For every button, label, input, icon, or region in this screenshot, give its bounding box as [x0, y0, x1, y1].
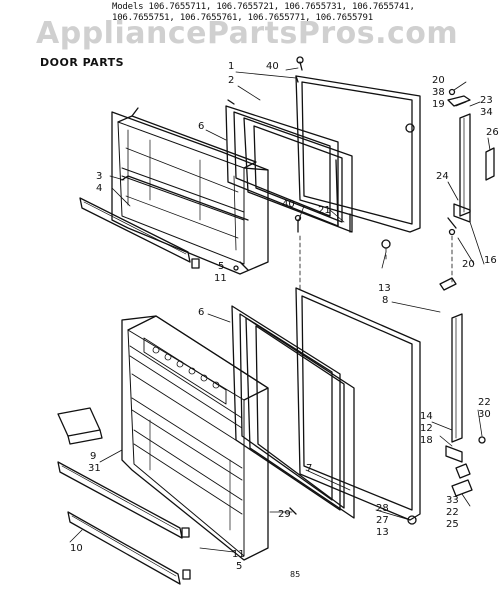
callout-25: 25 [446, 519, 459, 530]
callout-16: 16 [484, 255, 497, 266]
callout-5b: 5 [236, 561, 243, 572]
callout-3: 3 [96, 171, 103, 182]
callout-21: 21 [318, 205, 331, 216]
callout-34: 34 [480, 107, 493, 118]
callout-7: 7 [306, 463, 313, 474]
lower-hinge-assembly [445, 313, 486, 497]
freezer-handle-trim [79, 197, 191, 263]
models-line-2: 106.7655751, 106.7655761, 106.7655771, 1… [112, 13, 373, 23]
callout-40b: 40 [282, 199, 295, 210]
fresh-food-handle-trims [57, 461, 183, 585]
callout-6a: 6 [198, 121, 205, 132]
callout-29: 29 [278, 509, 291, 520]
callout-2: 2 [228, 75, 235, 86]
upper-hinge-assembly [439, 95, 495, 291]
callout-40a: 40 [266, 61, 279, 72]
callout-20b: 20 [462, 259, 475, 270]
callout-38: 38 [432, 87, 445, 98]
freezer-small-parts [191, 56, 456, 271]
callout-30: 30 [478, 409, 491, 420]
callout-28: 28 [376, 503, 389, 514]
callout-85: 85 [290, 570, 301, 579]
callout-9: 9 [90, 451, 97, 462]
callout-27: 27 [376, 515, 389, 526]
fresh-food-small-parts [181, 507, 417, 580]
models-line-1: Models 106.7655711, 106.7655721, 106.765… [112, 2, 415, 12]
callout-11b: 11 [232, 549, 245, 560]
fresh-food-outer-door-panel [295, 287, 421, 521]
callout-10: 10 [70, 543, 83, 554]
freezer-breaker-strip [243, 117, 353, 233]
callout-33: 33 [446, 495, 459, 506]
leader-lines [69, 67, 491, 553]
freezer-door-liner [111, 107, 269, 275]
callout-13a: 13 [378, 283, 391, 294]
door-bin [57, 407, 103, 445]
callout-26: 26 [486, 127, 499, 138]
fresh-food-gasket [231, 305, 355, 519]
diagram-title: DOOR PARTS [40, 56, 125, 69]
callout-19: 19 [432, 99, 445, 110]
callout-5a: 5 [218, 261, 225, 272]
callout-6b: 6 [198, 307, 205, 318]
callout-22b: 22 [446, 507, 459, 518]
callout-12: 12 [420, 423, 433, 434]
callout-22a: 22 [478, 397, 491, 408]
callout-23: 23 [480, 95, 493, 106]
fresh-food-door-liner [121, 315, 269, 561]
alignment-dash-lines [299, 235, 453, 291]
callout-14: 14 [420, 411, 433, 422]
callout-20a: 20 [432, 75, 445, 86]
watermark: AppliancePartsPros.com [36, 16, 459, 51]
callout-18: 18 [420, 435, 433, 446]
callout-1: 1 [228, 61, 235, 72]
callout-11a: 11 [214, 273, 227, 284]
callout-24: 24 [436, 171, 449, 182]
callout-8: 8 [382, 295, 389, 306]
freezer-outer-door-panel [295, 75, 421, 233]
callout-13b: 13 [376, 527, 389, 538]
callout-31: 31 [88, 463, 101, 474]
models-list: Models 106.7655711, 106.7655721, 106.765… [112, 2, 415, 46]
callout-4: 4 [96, 183, 103, 194]
